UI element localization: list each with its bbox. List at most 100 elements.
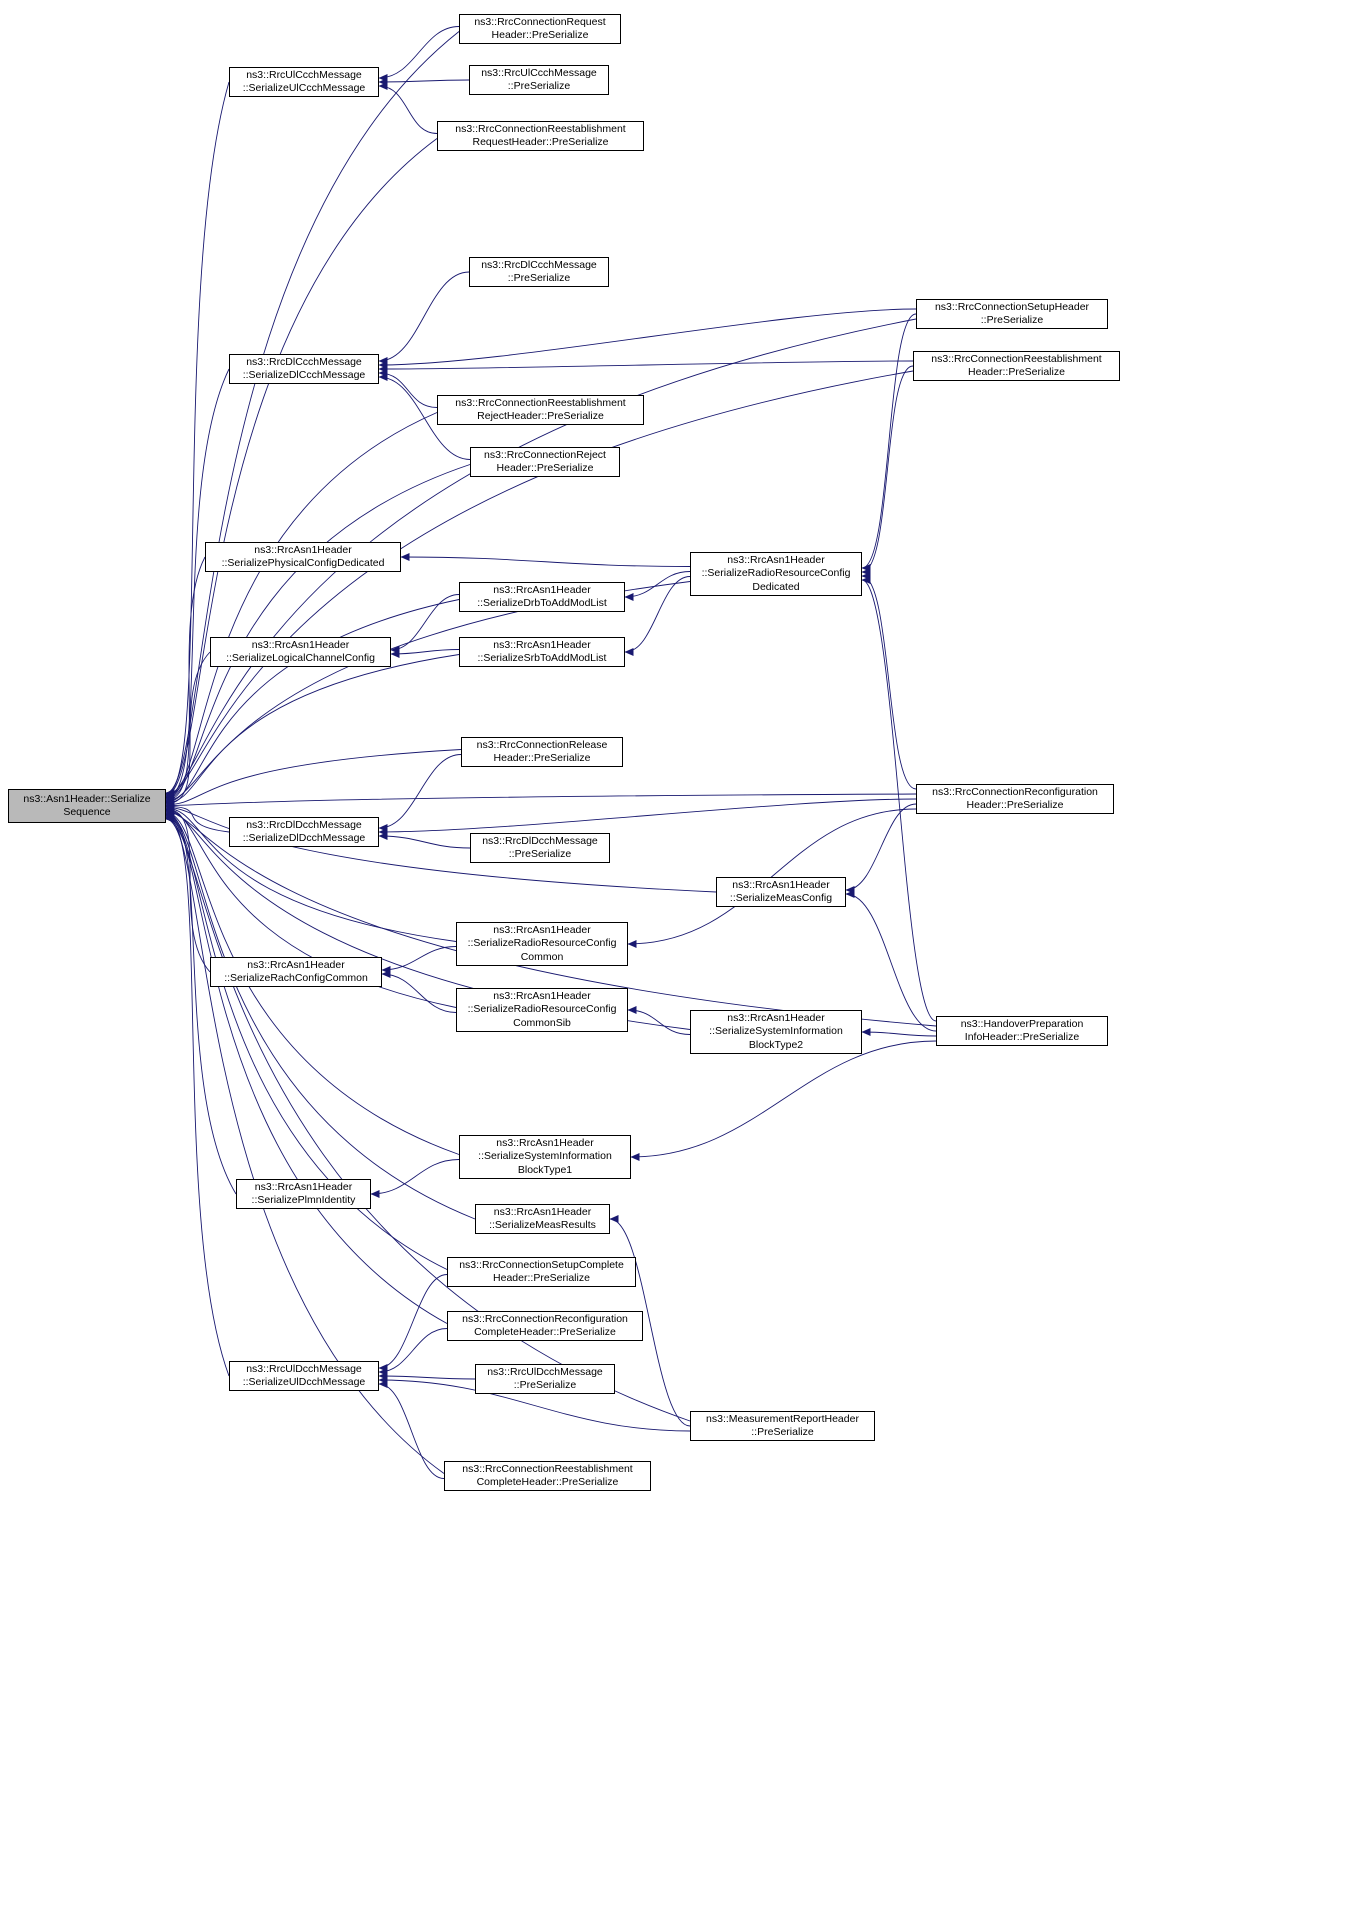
call-edge-connReqPre-to-root: [165, 31, 460, 797]
call-edge-rejPre-to-root: [165, 464, 471, 804]
call-edge-handover-to-measCfg: [845, 890, 937, 1032]
graph-node-label: ::SerializeDlCcchMessage: [242, 369, 366, 381]
graph-node-label: ns3::RrcAsn1Header: [732, 878, 830, 891]
graph-node-label: Header::PreSerialize: [496, 462, 594, 474]
graph-node-label: Header::PreSerialize: [968, 366, 1065, 378]
graph-node-label: ns3::RrcConnectionReconfiguration: [932, 785, 1098, 798]
graph-node-label: ns3::RrcConnectionReestablishment: [455, 396, 626, 409]
graph-node-label: ::SerializeRadioResourceConfig: [467, 1003, 617, 1016]
graph-node-logCh[interactable]: ns3::RrcAsn1Header::SerializeLogicalChan…: [210, 637, 391, 667]
graph-node-label: ns3::RrcAsn1Header: [496, 1136, 594, 1149]
graph-node-label: Header::PreSerialize: [493, 752, 591, 764]
graph-node-measRepPre[interactable]: ns3::MeasurementReportHeader::PreSeriali…: [690, 1411, 875, 1441]
graph-node-label: ns3::RrcUlCcchMessage: [246, 68, 362, 81]
call-edge-sib1-to-root: [165, 808, 460, 1155]
call-edge-handover-to-sib2: [861, 1028, 937, 1037]
graph-node-drb[interactable]: ns3::RrcAsn1Header::SerializeDrbToAddMod…: [459, 582, 625, 612]
graph-node-dlccch[interactable]: ns3::RrcDlCcchMessage::SerializeDlCcchMe…: [229, 354, 379, 384]
call-edge-reconfPre-to-rrcDed: [861, 572, 917, 790]
graph-node-physCfg[interactable]: ns3::RrcAsn1Header::SerializePhysicalCon…: [205, 542, 401, 572]
graph-node-label: ns3::RrcDlCcchMessage: [246, 355, 362, 368]
call-edge-drb-to-logCh: [390, 594, 460, 654]
graph-node-label: ns3::RrcAsn1Header: [493, 638, 591, 651]
graph-node-rrcDed[interactable]: ns3::RrcAsn1Header::SerializeRadioResour…: [690, 552, 862, 596]
graph-node-ulccchPre[interactable]: ns3::RrcUlCcchMessage::PreSerialize: [469, 65, 609, 95]
call-edge-dlccchPre-to-dlccch: [378, 271, 470, 365]
graph-node-rrcComSib[interactable]: ns3::RrcAsn1Header::SerializeRadioResour…: [456, 988, 628, 1032]
call-edge-rach-to-root: [165, 805, 211, 973]
graph-node-dldcch[interactable]: ns3::RrcDlDcchMessage::SerializeDlDcchMe…: [229, 817, 379, 847]
graph-node-label: ::SerializePhysicalConfigDedicated: [221, 557, 385, 569]
graph-node-label: ::SerializeUlCcchMessage: [242, 82, 366, 94]
call-edge-dlccch-to-root: [165, 368, 230, 802]
call-edge-setupPre-to-rrcDed: [861, 313, 917, 572]
graph-node-label: InfoHeader::PreSerialize: [964, 1031, 1080, 1043]
graph-node-label: ::SerializeDrbToAddModList: [477, 597, 607, 609]
graph-node-label: BlockType2: [748, 1038, 804, 1051]
graph-node-label: ::SerializeMeasResults: [489, 1219, 596, 1231]
graph-node-uldcchPre[interactable]: ns3::RrcUlDcchMessage::PreSerialize: [475, 1364, 615, 1394]
graph-node-rach[interactable]: ns3::RrcAsn1Header::SerializeRachConfigC…: [210, 957, 382, 987]
call-edge-measRepPre-to-uldcch: [378, 1376, 691, 1432]
graph-node-sib2[interactable]: ns3::RrcAsn1Header::SerializeSystemInfor…: [690, 1010, 862, 1054]
graph-node-label: Header::PreSerialize: [966, 799, 1064, 811]
call-edge-reestPre-to-dlccch: [378, 360, 914, 373]
call-edge-rrcDed-to-physCfg: [400, 553, 691, 567]
graph-node-label: Sequence: [63, 806, 111, 818]
call-edge-reestReqPre-to-ulccch: [378, 82, 438, 134]
call-edge-reconfPre-to-measCfg: [845, 803, 917, 894]
call-edge-reestReqPre-to-root: [165, 138, 438, 799]
graph-node-dldcchPre[interactable]: ns3::RrcDlDcchMessage::PreSerialize: [470, 833, 610, 863]
graph-node-plmn[interactable]: ns3::RrcAsn1Header::SerializePlmnIdentit…: [236, 1179, 371, 1209]
graph-node-measCfg[interactable]: ns3::RrcAsn1Header::SerializeMeasConfig: [716, 877, 846, 907]
graph-node-label: ns3::Asn1Header::Serialize: [23, 792, 151, 805]
graph-node-label: ::PreSerialize: [508, 848, 572, 860]
graph-node-label: CommonSib: [513, 1016, 571, 1029]
graph-node-label: ns3::RrcConnectionReestablishment: [462, 1462, 633, 1475]
graph-node-dlccchPre[interactable]: ns3::RrcDlCcchMessage::PreSerialize: [469, 257, 609, 287]
graph-node-rrcCom[interactable]: ns3::RrcAsn1Header::SerializeRadioResour…: [456, 922, 628, 966]
call-edge-handover-to-sib1: [630, 1040, 937, 1161]
graph-node-label: ::PreSerialize: [513, 1379, 577, 1391]
graph-node-label: ns3::RrcDlDcchMessage: [482, 834, 598, 847]
call-edge-rrcCom-to-root: [165, 804, 457, 942]
graph-node-label: ns3::RrcAsn1Header: [247, 958, 345, 971]
call-edge-physCfg-to-root: [165, 556, 206, 805]
call-edge-setupPre-to-dlccch: [378, 308, 917, 369]
call-edge-handover-to-root: [165, 807, 937, 1027]
graph-node-label: ns3::RrcUlDcchMessage: [246, 1362, 362, 1375]
graph-node-label: ::SerializePlmnIdentity: [251, 1194, 356, 1206]
graph-node-label: ns3::MeasurementReportHeader: [706, 1412, 859, 1425]
graph-node-sib1[interactable]: ns3::RrcAsn1Header::SerializeSystemInfor…: [459, 1135, 631, 1179]
graph-node-label: BlockType1: [517, 1163, 573, 1176]
graph-node-uldcch[interactable]: ns3::RrcUlDcchMessage::SerializeUlDcchMe…: [229, 1361, 379, 1391]
call-edge-reconfComplPre-to-root: [165, 812, 448, 1324]
graph-node-setupPre[interactable]: ns3::RrcConnectionSetupHeader::PreSerial…: [916, 299, 1108, 329]
graph-node-label: ::SerializeRadioResourceConfig: [467, 937, 617, 950]
graph-node-label: Header::PreSerialize: [493, 1272, 590, 1284]
call-edge-dldcch-to-root: [165, 802, 230, 833]
graph-node-measRes[interactable]: ns3::RrcAsn1Header::SerializeMeasResults: [475, 1204, 610, 1234]
call-edge-reconfPre-to-rrcCom: [627, 808, 917, 948]
graph-node-label: ::SerializeSystemInformation: [478, 1150, 612, 1163]
graph-node-label: ns3::RrcDlDcchMessage: [246, 818, 362, 831]
graph-node-label: ns3::RrcAsn1Header: [251, 638, 350, 651]
graph-node-ulccch[interactable]: ns3::RrcUlCcchMessage::SerializeUlCcchMe…: [229, 67, 379, 97]
graph-node-srb[interactable]: ns3::RrcAsn1Header::SerializeSrbToAddMod…: [459, 637, 625, 667]
graph-node-label: ::SerializeLogicalChannelConfig: [226, 652, 375, 664]
call-edge-connReqPre-to-ulccch: [378, 26, 460, 82]
graph-node-label: ns3::RrcConnectionSetupHeader: [934, 300, 1090, 313]
graph-node-label: ::SerializeSrbToAddModList: [477, 652, 607, 664]
